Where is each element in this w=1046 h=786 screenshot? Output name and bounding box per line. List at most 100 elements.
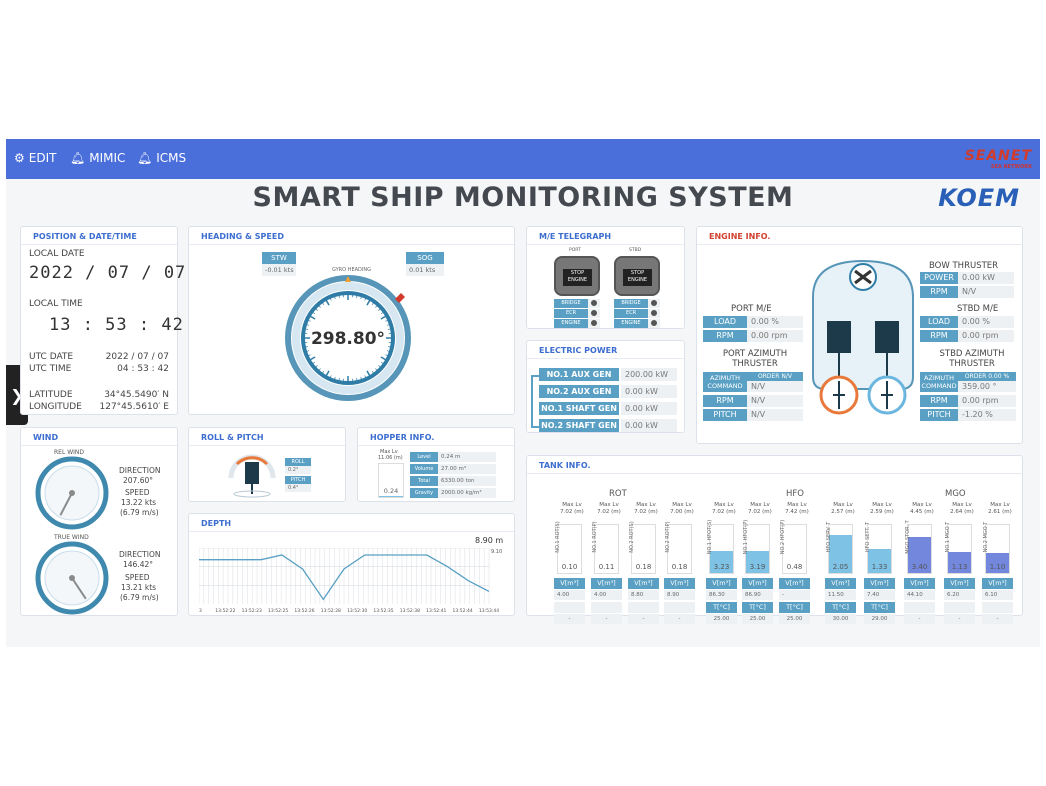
- true-speed-label: SPEED: [125, 573, 150, 582]
- ship-hull-diagram: [812, 259, 914, 415]
- stbd-me-title: STBD M/E: [957, 304, 999, 314]
- tank-level-bar: 3.40: [907, 524, 932, 574]
- tank-temp-empty: [904, 602, 935, 613]
- tank-level-value: 3.40: [911, 563, 928, 571]
- tank-temp-label: T[°C]: [779, 602, 810, 613]
- telegraph-row: ENGINE: [554, 319, 600, 328]
- tank-volume-label: V[m³]: [706, 578, 737, 589]
- telegraph-row: BRIDGE: [614, 299, 660, 308]
- compass-tick: [364, 375, 367, 379]
- sog-label: SOG: [406, 252, 444, 264]
- compass-tick: [378, 308, 381, 311]
- compass-tick: [304, 346, 308, 348]
- generator-name: NO.1 SHAFT GEN: [539, 402, 619, 415]
- tank-volume-value: 86.30: [706, 590, 737, 600]
- true-wind-label: TRUE WIND: [54, 534, 89, 541]
- stbd-azimuth-cmd-value: 359.00 °: [958, 381, 1016, 392]
- tank-name: NO.1 ROT(S): [555, 521, 561, 553]
- roll-pitch-panel: ROLL & PITCH ROLL 0.2° PITCH 0.4°: [188, 427, 346, 502]
- tank-volume-value: 44.10: [904, 590, 935, 600]
- tank-volume-label: V[m³]: [591, 578, 622, 589]
- tank-volume-value: 6.10: [982, 590, 1013, 600]
- telegraph-row: ECR: [554, 309, 600, 318]
- tank-name: HFO SETT. T: [865, 521, 871, 553]
- tank-max-value: 4.45 (m): [910, 509, 934, 515]
- telegraph-row: BRIDGE: [554, 299, 600, 308]
- depth-tick-label: 13:52:23: [242, 608, 262, 614]
- telegraph-indicator: [588, 319, 600, 328]
- tank-max-value: 2.61 (m): [988, 509, 1012, 515]
- icms-button[interactable]: 🔔︎ICMS: [137, 151, 187, 165]
- port-stop-text: STOP: [570, 270, 585, 276]
- pitch-value: 0.4°: [285, 484, 311, 492]
- tank-max-label: Max Lv: [562, 502, 582, 508]
- port-label: PORT: [569, 248, 581, 253]
- true-direction-label: DIRECTION: [119, 550, 161, 559]
- tank-fill: [868, 548, 891, 573]
- stbd-load-value: 0.00 %: [958, 316, 1014, 328]
- app-window: ⚙EDIT 🔔︎MIMIC 🔔︎ICMS SEANET SEA NETWORK …: [6, 139, 1040, 647]
- tank-name: MGO STOR. T: [905, 520, 911, 554]
- compass-tick: [329, 375, 332, 379]
- compass-tick: [334, 376, 336, 380]
- tank-name: NO.1 ROT(P): [592, 521, 598, 553]
- tank-max-label: Max Lv: [599, 502, 619, 508]
- telegraph-row-label: ECR: [554, 309, 588, 318]
- tank-name: NO.1 HFOT(S): [707, 519, 713, 555]
- port-pitch-label: PITCH: [703, 409, 747, 421]
- rel-speed-label: SPEED: [125, 488, 150, 497]
- depth-tick-label: 13:52:28: [321, 608, 341, 614]
- tank-level-value: 0.18: [671, 563, 688, 571]
- hopper-row-value: 6330.00 ton: [438, 476, 496, 486]
- tank-max-value: 2.64 (m): [950, 509, 974, 515]
- tank-fill: [710, 550, 733, 573]
- depth-panel: DEPTH 8.90 m 1313:52:2213:52:2313:52:251…: [188, 513, 515, 616]
- compass-tick: [309, 315, 316, 320]
- mimic-button[interactable]: 🔔︎MIMIC: [70, 151, 126, 165]
- tank-max-label: Max Lv: [912, 502, 932, 508]
- true-wind-gauge: [35, 541, 109, 615]
- tank-fill: [948, 552, 971, 573]
- port-az-rpm-label: RPM: [703, 395, 747, 407]
- tank-temp-value: -: [554, 614, 585, 624]
- edit-button[interactable]: ⚙EDIT: [14, 151, 57, 165]
- compass-tick: [378, 365, 381, 368]
- gear-icon: ⚙: [14, 151, 25, 165]
- panel-header: HEADING & SPEED: [189, 227, 514, 245]
- stbd-pitch-label: PITCH: [920, 409, 958, 421]
- stbd-label: STBD: [629, 248, 642, 253]
- port-azimuth-cmd-value: N/V: [747, 381, 803, 392]
- compass-tick: [380, 315, 387, 320]
- hopper-row-value: 0.24 m: [438, 452, 496, 462]
- rel-wind-gauge: [35, 456, 109, 530]
- depth-value: 8.90 m: [475, 536, 504, 545]
- panel-header: ENGINE INFO.: [697, 227, 1022, 245]
- tank-level-bar: 0.18: [667, 524, 692, 574]
- tank-max-label: Max Lv: [990, 502, 1010, 508]
- tank-level-bar: 0.48: [782, 524, 807, 574]
- tank-level-bar: 3.23: [709, 524, 734, 574]
- tank-temp-label: T[°C]: [864, 602, 895, 613]
- tank-level-value: 1.33: [871, 563, 888, 571]
- generator-value: 0.00 kW: [621, 419, 677, 432]
- compass-tick: [304, 328, 308, 330]
- tank-temp-label: T[°C]: [825, 602, 856, 613]
- rel-speed-ms-value: (6.79 m/s): [120, 508, 159, 517]
- tank-max-label: Max Lv: [714, 502, 734, 508]
- generator-value: 200.00 kW: [621, 368, 677, 381]
- tank-temp-value: -: [628, 614, 659, 624]
- tank-volume-value: -: [779, 590, 810, 600]
- compass-tick: [386, 324, 390, 326]
- tank-temp-value: -: [904, 614, 935, 624]
- port-azimuth-title: PORT AZIMUTH THRUSTER: [722, 349, 788, 369]
- compass-tick: [321, 370, 325, 374]
- panel-header: ELECTRIC POWER: [527, 341, 684, 359]
- tank-temp-value: 25.00: [706, 614, 737, 624]
- compass-tick: [334, 296, 336, 300]
